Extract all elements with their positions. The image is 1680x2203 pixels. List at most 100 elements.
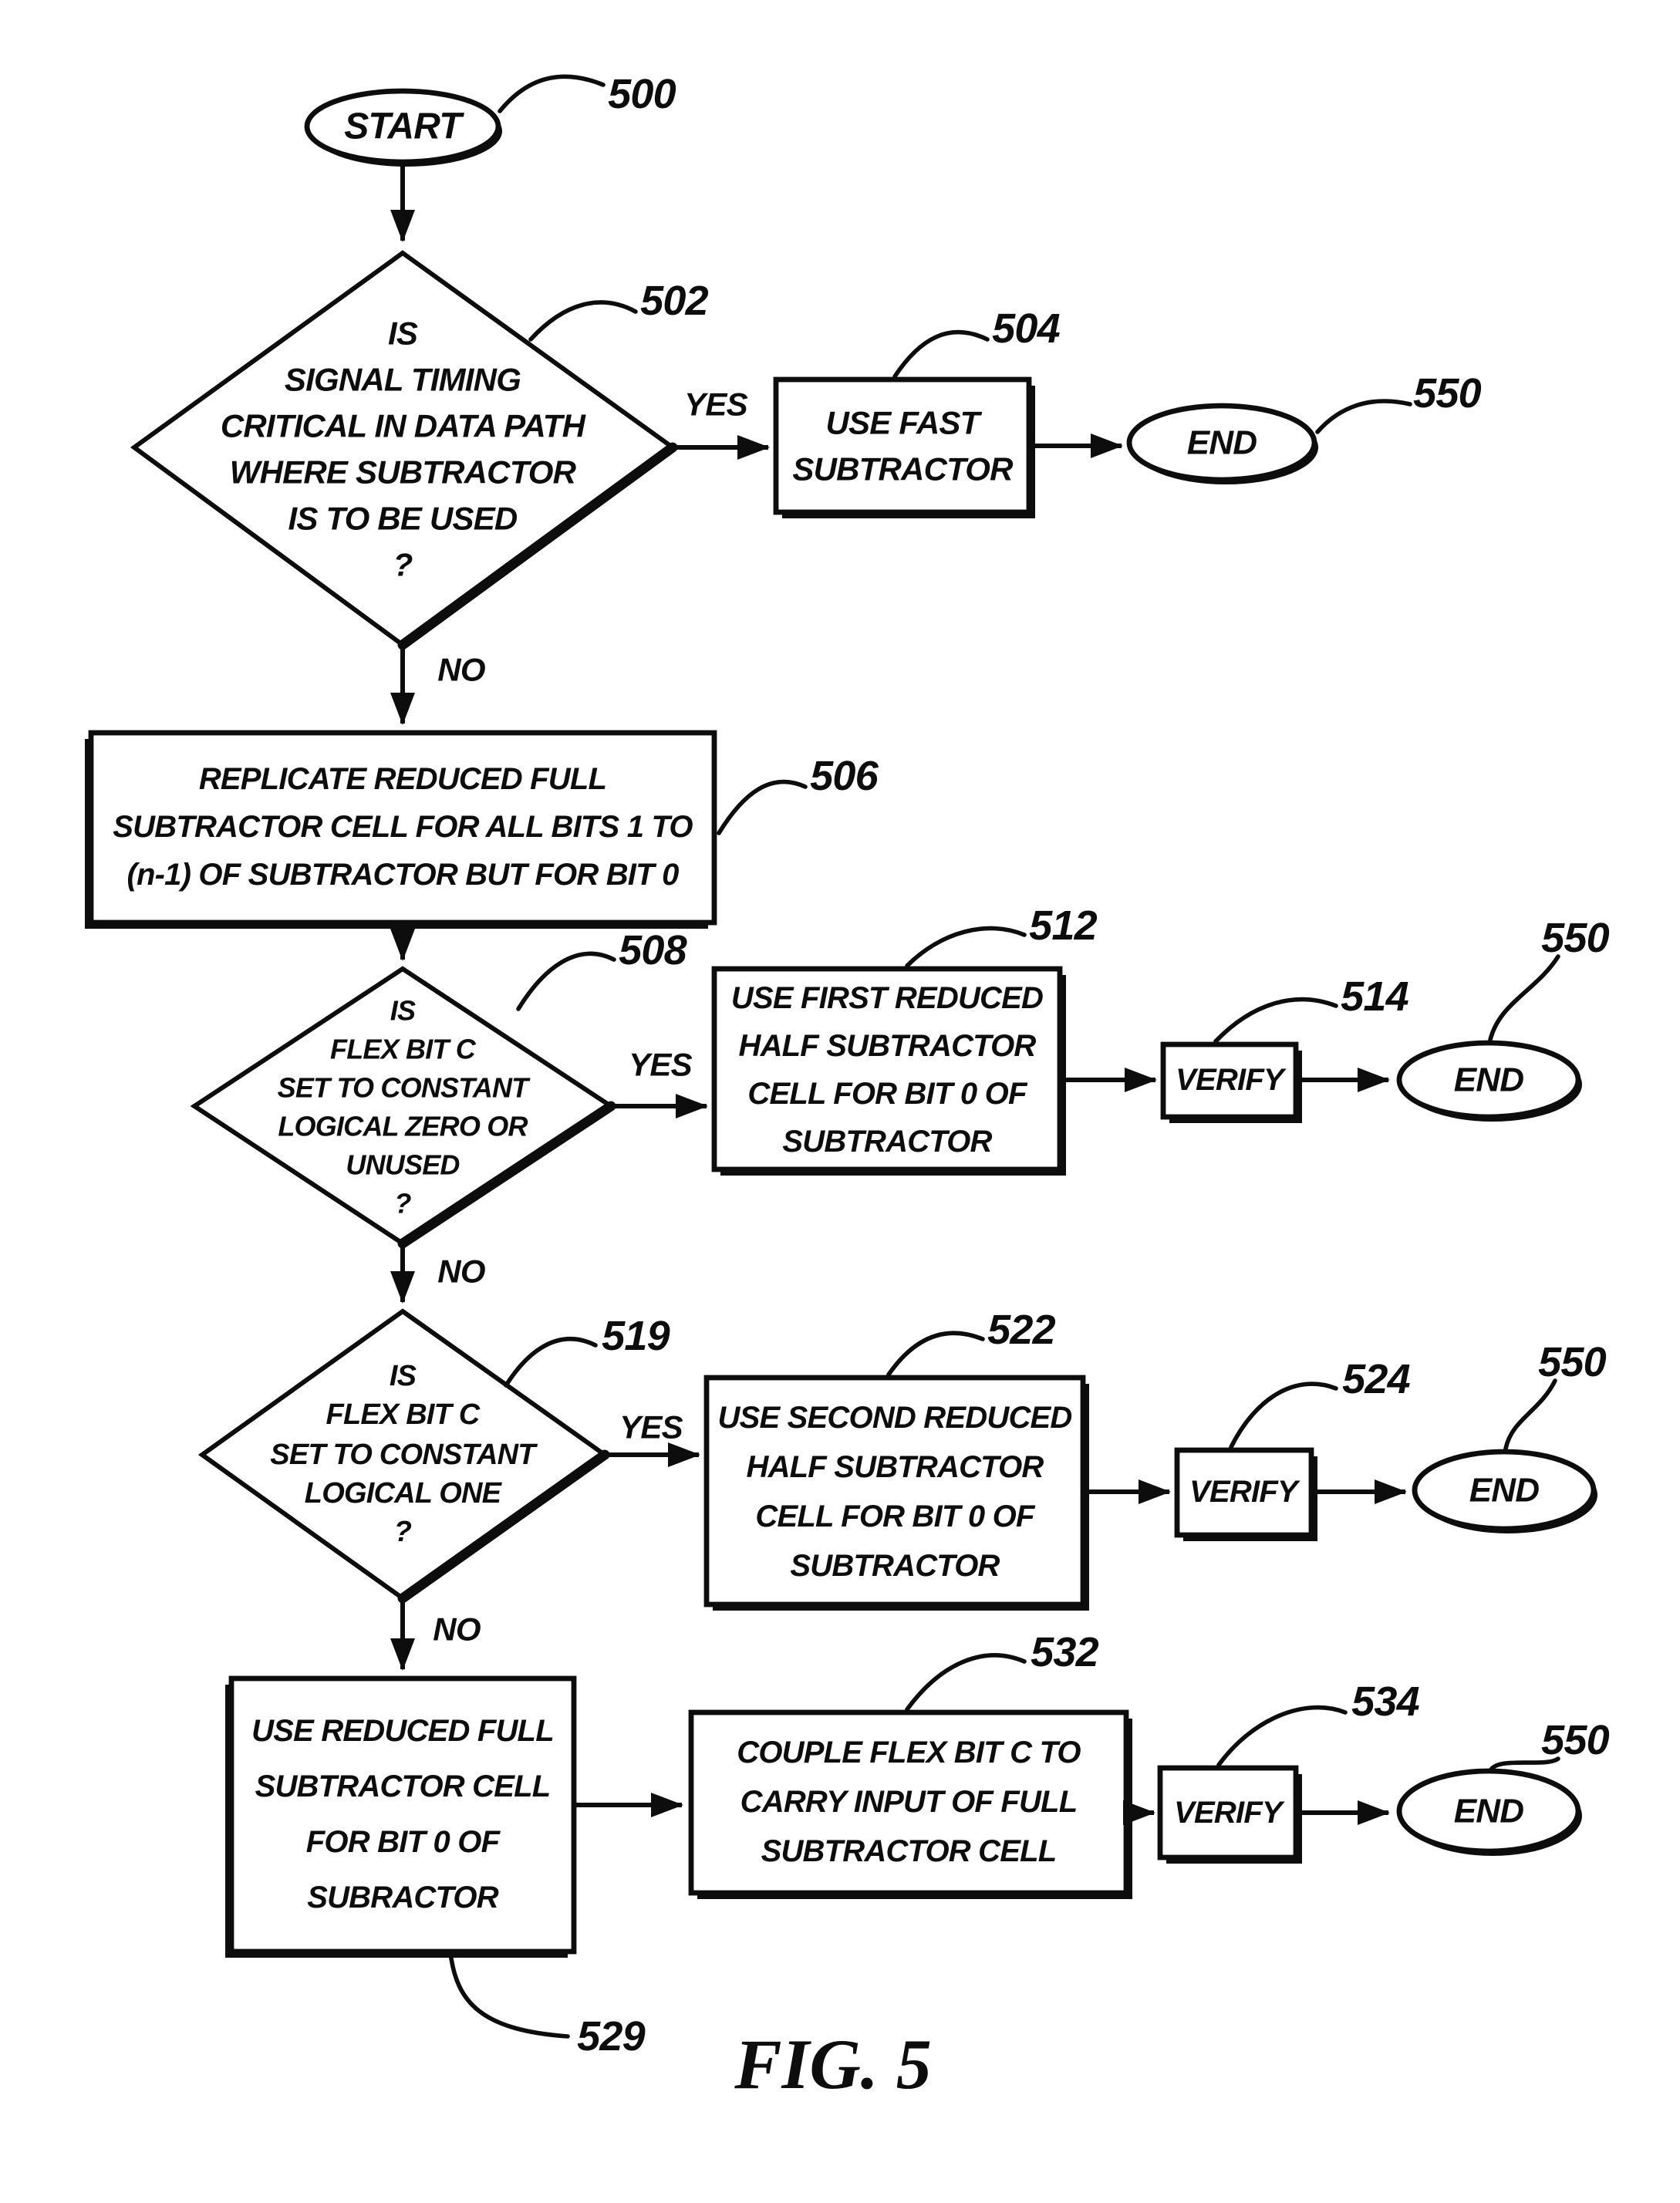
- decision-502-line: ?: [393, 547, 413, 583]
- process-529-line: FOR BIT 0 OF: [306, 1825, 501, 1859]
- process-512-box: [711, 966, 1063, 1172]
- decision-508-line: LOGICAL ZERO OR: [278, 1111, 528, 1142]
- leader-line-514: [1213, 997, 1338, 1044]
- end-1-oval: [1126, 403, 1317, 483]
- verify-box-524: VERIFY: [1174, 1447, 1317, 1541]
- edge-label-no-1: NO: [437, 652, 485, 688]
- decision-519-line: LOGICAL ONE: [305, 1477, 503, 1510]
- process-529-box: [228, 1675, 577, 1955]
- end-3-label: END: [1469, 1472, 1540, 1510]
- leader-line-550-3: [1503, 1378, 1557, 1451]
- process-506-line: (n-1) OF SUBTRACTOR BUT FOR BIT 0: [127, 858, 679, 892]
- decision-519-line: SET TO CONSTANT: [270, 1439, 538, 1471]
- process-532-line: COUPLE FLEX BIT C TO: [737, 1736, 1081, 1769]
- decision-502-line: IS: [388, 315, 418, 352]
- decision-508-heavy-edge: [397, 1101, 616, 1249]
- process-532-line: SUBTRACTOR CELL: [761, 1834, 1057, 1868]
- ref-label-514: 514: [1341, 973, 1408, 1020]
- process-506-line: SUBTRACTOR CELL FOR ALL BITS 1 TO: [113, 810, 693, 844]
- decision-508-line: UNUSED: [346, 1149, 459, 1181]
- start-oval: [304, 88, 501, 165]
- decision-502-line: IS TO BE USED: [288, 501, 518, 537]
- decision-508-line: FLEX BIT C: [330, 1034, 477, 1065]
- leader-line-512: [905, 926, 1027, 968]
- decision-508-line: ?: [394, 1188, 411, 1220]
- figure-caption: FIG. 5: [734, 2025, 932, 2103]
- leader-line-550-2: [1488, 954, 1560, 1042]
- end-terminal-2: END: [1396, 1040, 1582, 1122]
- verify-524-label: VERIFY: [1189, 1475, 1300, 1509]
- ref-label-529: 529: [577, 2013, 645, 2060]
- decision-502-heavy-edge: [397, 442, 678, 650]
- verify-box-534: VERIFY: [1157, 1765, 1302, 1864]
- decision-508-line: SET TO CONSTANT: [278, 1072, 531, 1104]
- ref-label-519: 519: [602, 1313, 670, 1359]
- process-532-box: [688, 1709, 1129, 1896]
- end-1-label: END: [1187, 424, 1257, 462]
- start-label: START: [344, 106, 464, 147]
- leader-line-500: [498, 74, 606, 113]
- process-532: COUPLE FLEX BIT C TO CARRY INPUT OF FULL…: [688, 1709, 1132, 1899]
- process-504-line: SUBTRACTOR: [792, 451, 1014, 487]
- process-512-line: HALF SUBTRACTOR: [738, 1029, 1036, 1063]
- process-512-line: CELL FOR BIT 0 OF: [747, 1077, 1028, 1111]
- process-522: USE SECOND REDUCED HALF SUBTRACTOR CELL …: [703, 1375, 1089, 1611]
- decision-502-line: WHERE SUBTRACTOR: [230, 454, 577, 491]
- process-512: USE FIRST REDUCED HALF SUBTRACTOR CELL F…: [711, 966, 1066, 1176]
- ref-label-534: 534: [1351, 1678, 1419, 1725]
- ref-label-512: 512: [1029, 902, 1097, 949]
- start-terminal: START: [304, 88, 502, 167]
- edge-label-yes-2: YES: [629, 1047, 692, 1083]
- process-504: USE FAST SUBTRACTOR: [773, 376, 1035, 518]
- edge-label-no-2: NO: [437, 1253, 485, 1290]
- leader-line-529: [448, 1951, 570, 2039]
- leader-line-532: [905, 1653, 1027, 1712]
- decision-519: IS FLEX BIT C SET TO CONSTANT LOGICAL ON…: [197, 1308, 610, 1604]
- leader-line-550-4: [1488, 1756, 1560, 1773]
- verify-534-label: VERIFY: [1174, 1796, 1285, 1830]
- decision-508-line: IS: [390, 995, 416, 1027]
- process-529: USE REDUCED FULL SUBTRACTOR CELL FOR BIT…: [225, 1675, 577, 1958]
- leader-line-550-1: [1315, 399, 1412, 434]
- decision-502-line: SIGNAL TIMING: [285, 362, 521, 398]
- ref-label-524: 524: [1342, 1356, 1410, 1402]
- ref-label-522: 522: [987, 1307, 1055, 1353]
- decision-502-diamond: [130, 250, 677, 648]
- ref-label-550-3: 550: [1538, 1339, 1606, 1385]
- process-512-line: SUBTRACTOR: [782, 1125, 992, 1159]
- process-512-line: USE FIRST REDUCED: [731, 981, 1043, 1015]
- end-2-label: END: [1454, 1061, 1524, 1099]
- process-529-line: SUBTRACTOR CELL: [255, 1769, 551, 1803]
- process-522-line: HALF SUBTRACTOR: [746, 1450, 1044, 1484]
- process-504-line: USE FAST: [826, 405, 983, 441]
- process-522-line: SUBTRACTOR: [790, 1549, 1000, 1583]
- leader-line-524: [1229, 1382, 1338, 1449]
- leader-line-506: [717, 779, 808, 835]
- process-529-line: USE REDUCED FULL: [251, 1714, 554, 1748]
- leader-line-504: [892, 329, 990, 379]
- decision-502-line: CRITICAL IN DATA PATH: [221, 408, 587, 444]
- end-4-label: END: [1454, 1793, 1524, 1830]
- leader-line-508: [516, 951, 616, 1011]
- edge-label-yes-1: YES: [684, 386, 747, 423]
- leader-line-534: [1216, 1705, 1348, 1767]
- leader-line-519: [504, 1336, 598, 1388]
- ref-label-502: 502: [640, 278, 708, 324]
- end-terminal-3: END: [1412, 1449, 1597, 1533]
- process-529-line: SUBRACTOR: [307, 1881, 499, 1915]
- verify-524-box: [1174, 1447, 1314, 1538]
- ref-label-550-4: 550: [1541, 1717, 1609, 1763]
- decision-519-heavy-edge: [397, 1449, 610, 1604]
- ref-label-508: 508: [619, 927, 687, 973]
- ref-label-550-1: 550: [1413, 370, 1481, 417]
- process-532-line: CARRY INPUT OF FULL: [740, 1785, 1078, 1819]
- decision-519-line: IS: [390, 1360, 417, 1392]
- end-3-oval: [1412, 1449, 1597, 1532]
- end-terminal-4: END: [1396, 1768, 1582, 1856]
- decision-508: IS FLEX BIT C SET TO CONSTANT LOGICAL ZE…: [190, 966, 616, 1249]
- verify-box-514: VERIFY: [1160, 1041, 1302, 1123]
- process-506: REPLICATE REDUCED FULL SUBTRACTOR CELL F…: [85, 730, 717, 929]
- decision-502: IS SIGNAL TIMING CRITICAL IN DATA PATH W…: [130, 250, 678, 650]
